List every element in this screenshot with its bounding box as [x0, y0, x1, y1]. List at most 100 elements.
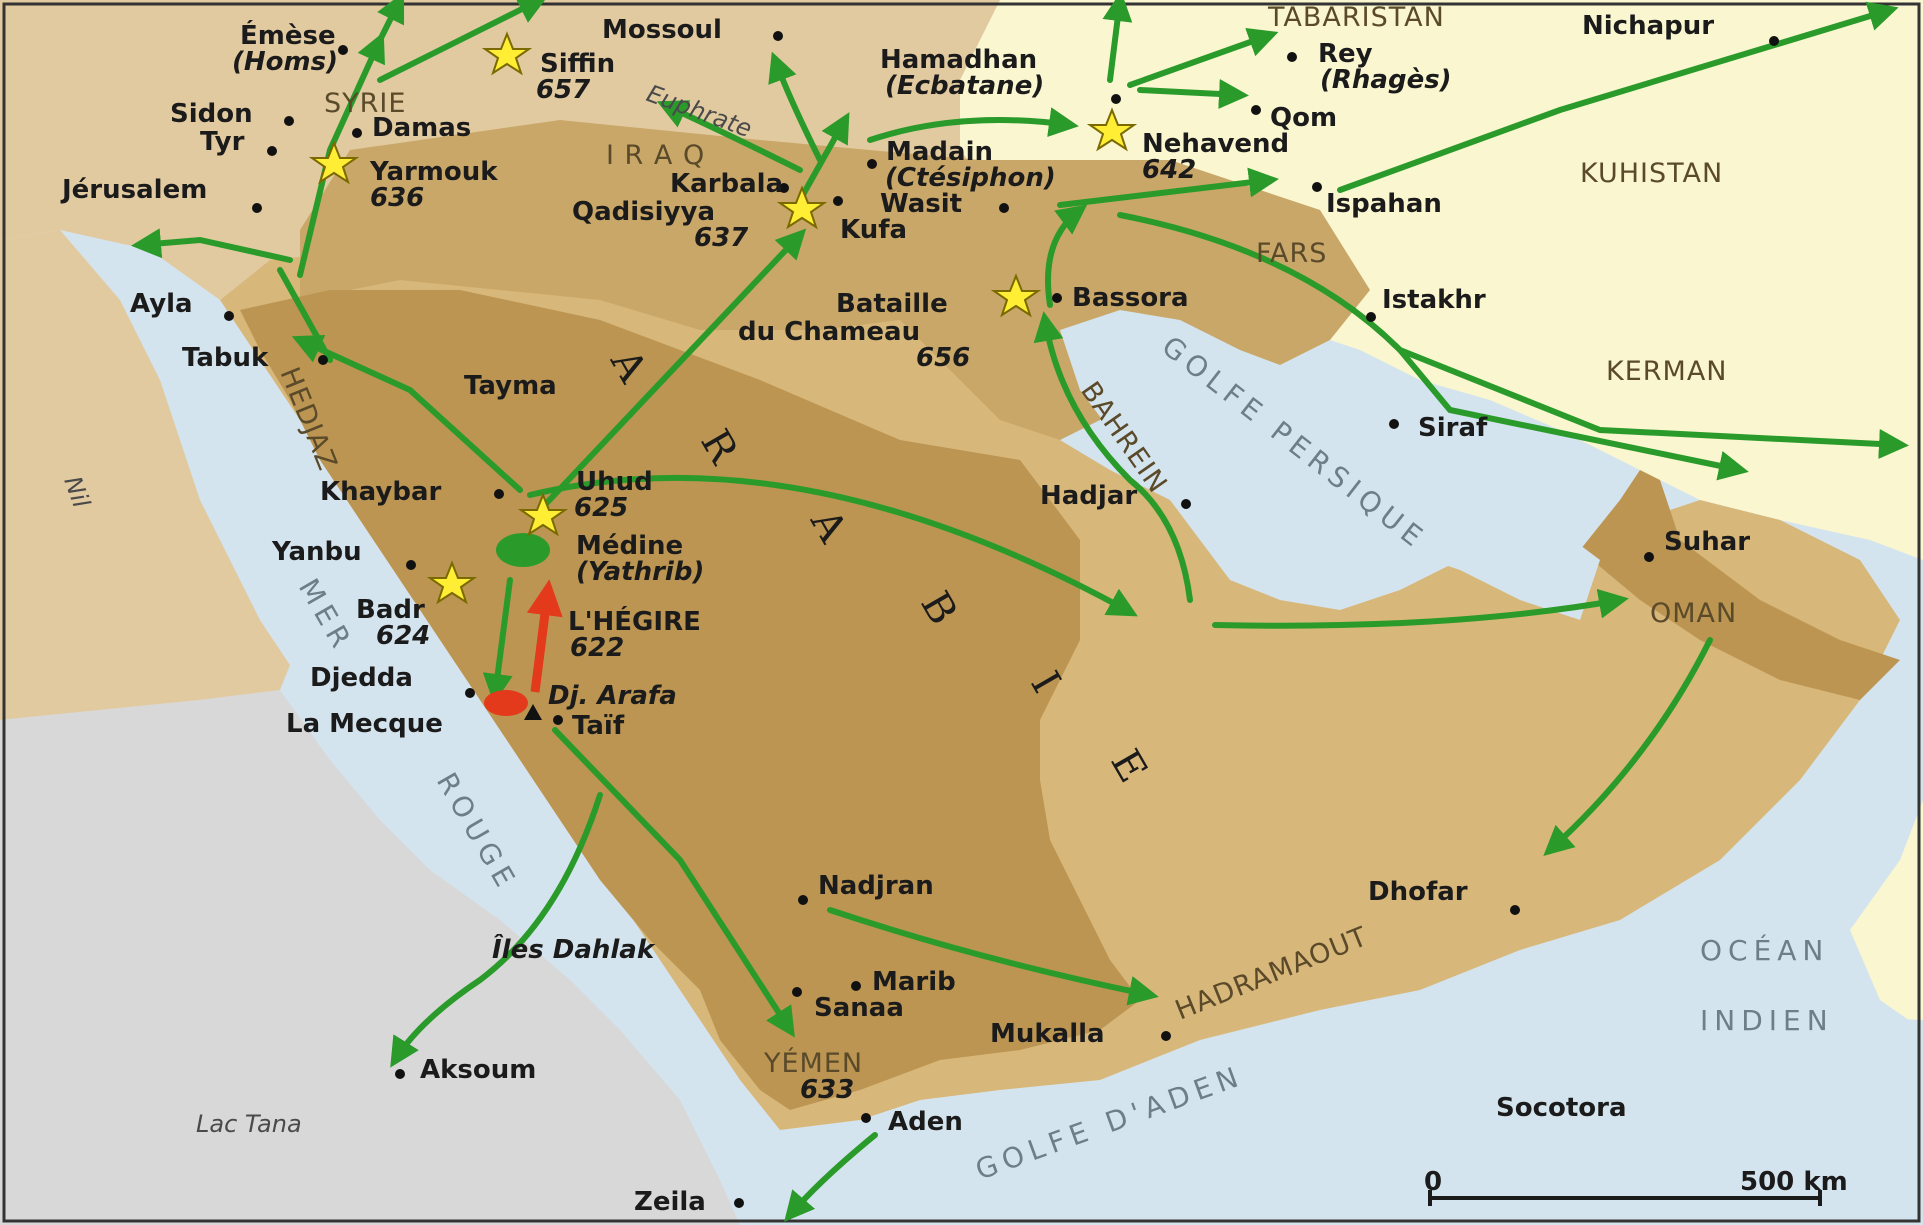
star-icon-uhud [517, 492, 569, 537]
scale-bar: 0 500 km [1424, 1167, 1848, 1206]
scale-bar-distance: 500 km [1740, 1167, 1848, 1197]
dot-siraf [1389, 419, 1399, 429]
arrow-fars-ispahan [1057, 167, 1279, 208]
label-rhages: (Rhagès) [1320, 65, 1452, 95]
label-ocean: OCÉAN [1700, 933, 1829, 967]
label-jerusalem: Jérusalem [60, 175, 207, 205]
label-dhofar: Dhofar [1368, 877, 1468, 907]
arrow-hamadhan-rey [1137, 78, 1249, 109]
label-badr: Badr [356, 595, 425, 625]
label-ayla: Ayla [130, 289, 193, 319]
dot-aksoum [395, 1069, 405, 1079]
dot-qom [1251, 105, 1261, 115]
label-madain: Madain [886, 137, 993, 167]
dot-sidon [284, 116, 294, 126]
arrow-medine-tabuk [291, 335, 523, 493]
dot-jerusalem [252, 203, 262, 213]
label-yanbu: Yanbu [271, 537, 362, 567]
label-iles-dahlak: Îles Dahlak [492, 933, 656, 965]
label-tabuk: Tabuk [182, 343, 269, 373]
label-la-mecque: La Mecque [286, 709, 443, 739]
label-tyr: Tyr [200, 127, 245, 157]
land-africa [0, 690, 740, 1225]
label-mukalla: Mukalla [990, 1019, 1105, 1049]
label-yemen: YÉMEN [763, 1047, 863, 1079]
dot-hadjar [1181, 499, 1191, 509]
la-mecque-marker [484, 690, 528, 716]
star-icon-yarmouk [308, 140, 360, 185]
arrow-emese-mossoul [377, 0, 549, 83]
arrow-hadjar-oman [1212, 588, 1629, 629]
label-sidon: Sidon [170, 99, 253, 129]
dot-taif [553, 715, 563, 725]
label-ctesiphon: (Ctésiphon) [885, 163, 1056, 193]
dot-khaybar [494, 489, 504, 499]
label-yarmouk: Yarmouk [369, 157, 498, 187]
label-qadisiyya-date: 637 [694, 223, 749, 253]
label-aden: Aden [888, 1107, 963, 1137]
dot-wasit [999, 203, 1009, 213]
arrow-kufa-tabaristan [1102, 0, 1133, 83]
label-hamadhan: Hamadhan [880, 45, 1037, 75]
arrow-qadisiyya-mossoul [797, 112, 850, 203]
arrow-karbala-mossoul [768, 51, 823, 163]
label-chameau-date: 656 [916, 343, 970, 373]
label-socotora: Socotora [1496, 1093, 1627, 1123]
label-damas: Damas [372, 113, 471, 143]
dot-ayla [224, 311, 234, 321]
label-nehavend-date: 642 [1142, 155, 1196, 185]
conquest-zone-core [240, 290, 1140, 1110]
dot-mossoul [773, 31, 783, 41]
label-tabaristan: TABARISTAN [1267, 2, 1445, 33]
label-qom: Qom [1270, 103, 1337, 133]
label-badr-date: 624 [376, 621, 430, 651]
arrow-bassora-nehavend [1045, 204, 1088, 308]
star-icon-chameau [990, 273, 1042, 318]
label-sanaa: Sanaa [814, 993, 904, 1023]
label-djedda: Djedda [310, 663, 413, 693]
dot-djedda [465, 688, 475, 698]
dot-damas [352, 128, 362, 138]
arrow-hamadhan-tabaristan [1127, 27, 1279, 88]
star-icon-nehavend [1086, 107, 1138, 152]
label-nehavend: Nehavend [1142, 129, 1289, 159]
label-du-chameau: du Chameau [738, 317, 920, 347]
label-yarmouk-date: 636 [370, 183, 424, 213]
label-mossoul: Mossoul [602, 15, 722, 45]
persian-gulf [1060, 310, 1600, 620]
dot-hamadhan [1111, 94, 1121, 104]
label-tayma: Tayma [464, 371, 557, 401]
label-fars: FARS [1256, 238, 1327, 269]
label-homs: (Homs) [232, 47, 338, 77]
label-ispahan: Ispahan [1326, 189, 1442, 219]
dot-tabuk [318, 355, 328, 365]
arrow-madain-nehavend [867, 107, 1079, 143]
conquest-arrows [131, 0, 1909, 1222]
hegira-arrow [526, 579, 563, 693]
label-medine: Médine [576, 531, 683, 561]
dot-nichapur [1769, 36, 1779, 46]
label-ecbatane: (Ecbatane) [885, 71, 1044, 101]
arrow-mecque-aksoum [390, 792, 603, 1068]
arrow-nadjran-hadramaout [827, 907, 1159, 1006]
star-icon-qadisiyya [776, 185, 828, 230]
label-karbala: Karbala [670, 169, 783, 199]
label-kufa: Kufa [840, 215, 907, 245]
scale-bar-zero: 0 [1424, 1167, 1442, 1197]
label-suhar: Suhar [1664, 527, 1750, 557]
arrow-syria-west [131, 228, 293, 263]
arrow-hadjar-bassora [1033, 311, 1193, 603]
city-dots [224, 31, 1779, 1208]
arrow-tabuk-damas [277, 267, 333, 363]
label-wasit: Wasit [880, 189, 962, 219]
label-marib: Marib [872, 967, 956, 997]
dot-tyr [267, 146, 277, 156]
conquest-zone-oman [1580, 470, 1900, 700]
dot-aden [861, 1113, 871, 1123]
label-arafa: Dj. Arafa [548, 681, 677, 711]
label-syrie: SYRIE [324, 88, 406, 119]
arrow-oman-dhofar [1543, 637, 1713, 857]
label-hegire: L'HÉGIRE [568, 605, 701, 637]
medine-marker [496, 533, 550, 567]
